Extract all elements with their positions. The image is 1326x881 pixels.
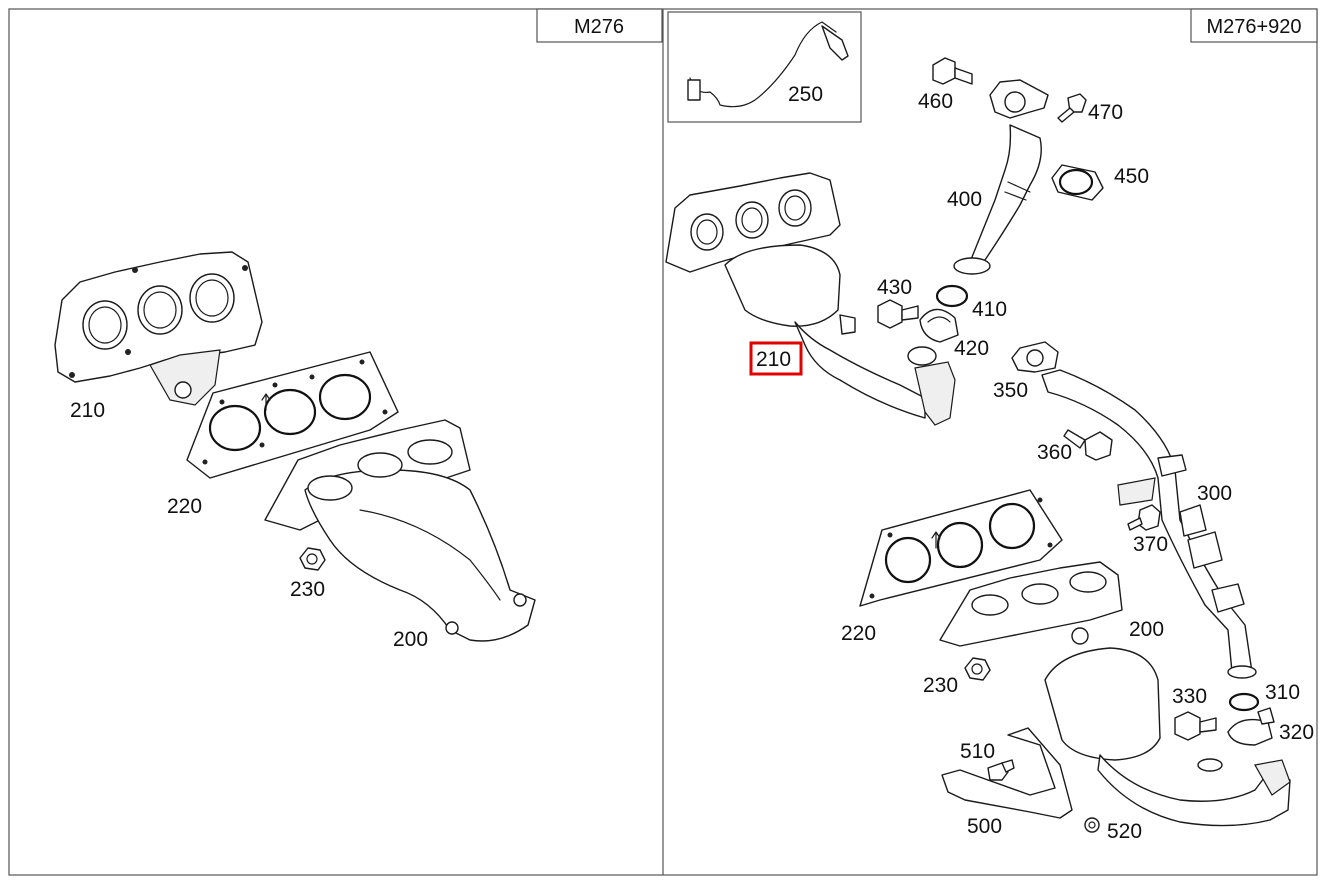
right-part-400-pipe[interactable] xyxy=(953,79,1049,275)
right-part-450-gasket[interactable] xyxy=(1051,164,1104,201)
left-model-label: M276 xyxy=(574,16,624,38)
right-callout-330[interactable]: 330 xyxy=(1172,685,1207,708)
right-part-320-clamp[interactable] xyxy=(1227,707,1275,746)
right-callout-450[interactable]: 450 xyxy=(1114,165,1149,188)
left-part-210-manifold[interactable] xyxy=(54,251,263,406)
right-part-510-bolt[interactable] xyxy=(987,759,1015,781)
right-callout-300[interactable]: 300 xyxy=(1197,482,1232,505)
left-callout-200[interactable]: 200 xyxy=(393,628,428,651)
right-part-410-ring[interactable] xyxy=(935,284,969,308)
right-model-label: M276+920 xyxy=(1206,16,1301,38)
right-part-500-bracket[interactable] xyxy=(941,727,1073,819)
right-callout-250[interactable]: 250 xyxy=(788,83,823,106)
right-part-460-bolt[interactable] xyxy=(932,57,973,85)
right-callout-310[interactable]: 310 xyxy=(1265,681,1300,704)
right-callout-500[interactable]: 500 xyxy=(967,815,1002,838)
right-part-420-clamp[interactable] xyxy=(919,308,959,343)
right-callout-200[interactable]: 200 xyxy=(1129,618,1164,641)
left-part-230-nut[interactable] xyxy=(299,547,326,571)
right-part-370-bolt[interactable] xyxy=(1127,504,1161,531)
right-part-210-catalytic-manifold[interactable] xyxy=(665,172,956,426)
right-callout-510[interactable]: 510 xyxy=(960,740,995,763)
right-part-350-flange[interactable] xyxy=(1011,341,1059,373)
right-part-470-bolt[interactable] xyxy=(1057,93,1087,123)
right-model-box xyxy=(1190,8,1318,43)
right-part-230-nut[interactable] xyxy=(964,657,991,681)
selected-callout-box xyxy=(749,341,803,376)
left-part-220-gasket[interactable] xyxy=(186,351,399,479)
right-callout-460[interactable]: 460 xyxy=(918,90,953,113)
left-model-box xyxy=(536,8,663,43)
right-part-330-bolt[interactable] xyxy=(1174,711,1217,741)
right-callout-430[interactable]: 430 xyxy=(877,276,912,299)
right-callout-520[interactable]: 520 xyxy=(1107,820,1142,843)
right-callout-400[interactable]: 400 xyxy=(947,188,982,211)
right-callout-470[interactable]: 470 xyxy=(1088,101,1123,124)
left-part-200-manifold[interactable] xyxy=(264,419,536,642)
right-part-250-oxygen-sensor[interactable] xyxy=(687,21,849,108)
right-callout-350[interactable]: 350 xyxy=(993,379,1028,402)
right-part-430-bolt[interactable] xyxy=(877,299,919,329)
right-callout-230[interactable]: 230 xyxy=(923,674,958,697)
right-part-300-pipe[interactable] xyxy=(1041,369,1257,679)
right-callout-220[interactable]: 220 xyxy=(841,622,876,645)
right-callout-320[interactable]: 320 xyxy=(1279,721,1314,744)
right-callout-360[interactable]: 360 xyxy=(1037,441,1072,464)
right-callout-410[interactable]: 410 xyxy=(972,298,1007,321)
right-part-220-gasket[interactable] xyxy=(859,489,1063,607)
left-callout-210[interactable]: 210 xyxy=(70,399,105,422)
right-part-310-ring[interactable] xyxy=(1228,692,1260,712)
right-part-520-nut[interactable] xyxy=(1084,817,1100,833)
right-part-360-bolt[interactable] xyxy=(1063,429,1113,461)
right-callout-210[interactable]: 210 xyxy=(756,348,791,371)
right-callout-420[interactable]: 420 xyxy=(954,337,989,360)
right-callout-370[interactable]: 370 xyxy=(1133,533,1168,556)
right-part-200-catalytic-manifold[interactable] xyxy=(939,561,1291,827)
left-callout-220[interactable]: 220 xyxy=(167,495,202,518)
left-callout-230[interactable]: 230 xyxy=(290,578,325,601)
